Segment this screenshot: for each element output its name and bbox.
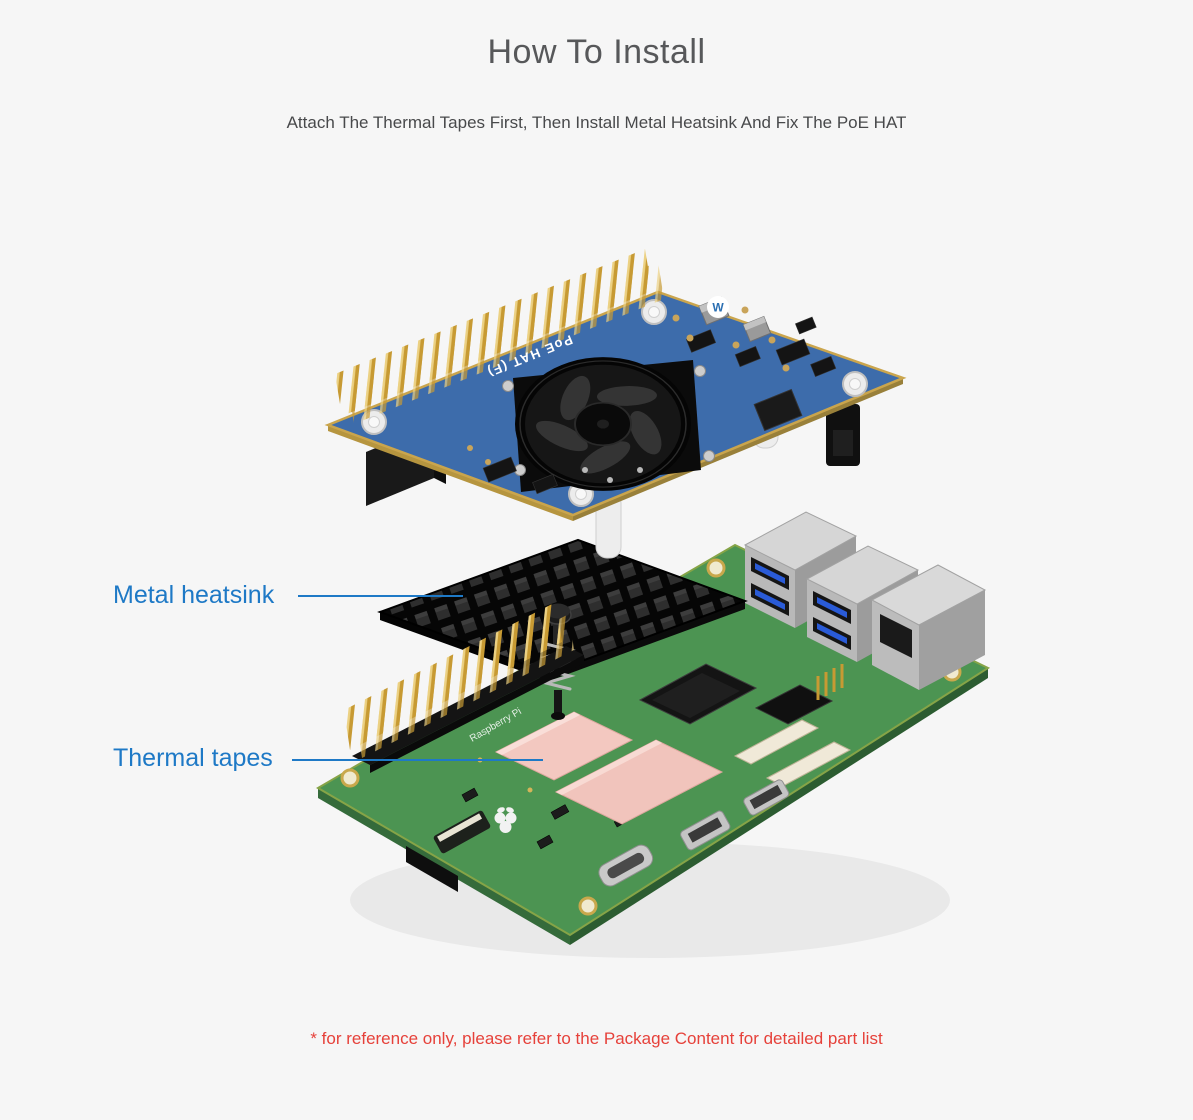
camera-connector <box>433 810 491 854</box>
fan-screws <box>502 365 715 476</box>
micro-hdmi-port-1 <box>680 810 731 851</box>
usb-c-port <box>598 844 654 887</box>
fan-blades <box>536 375 662 474</box>
poe-header-pins <box>816 664 844 700</box>
reference-footnote: * for reference only, please refer to th… <box>310 1029 883 1048</box>
ethernet-port <box>870 564 987 690</box>
hat-jumper-connector <box>826 404 860 466</box>
microsd-slot <box>406 846 458 892</box>
page-subtitle: Attach The Thermal Tapes First, Then Ins… <box>286 113 907 132</box>
metal-heatsink-label: Metal heatsink <box>113 581 275 609</box>
page-title: How To Install <box>487 33 706 71</box>
soc-chip <box>638 663 758 725</box>
svg-text:W: W <box>712 301 724 315</box>
hat-gpio-pins <box>335 249 664 424</box>
micro-hdmi-port-2 <box>743 779 790 816</box>
thermal-pad-large <box>554 739 724 825</box>
cooling-fan <box>502 357 715 492</box>
ram-chip <box>754 684 834 725</box>
pi-gpio-header <box>344 602 584 773</box>
ffc-connectors <box>733 719 852 787</box>
thermal-pad-small <box>494 711 634 781</box>
raspberry-pi-logo <box>494 807 517 833</box>
waveshare-logo: W <box>707 296 729 318</box>
thermal-tapes-label: Thermal tapes <box>113 744 273 772</box>
